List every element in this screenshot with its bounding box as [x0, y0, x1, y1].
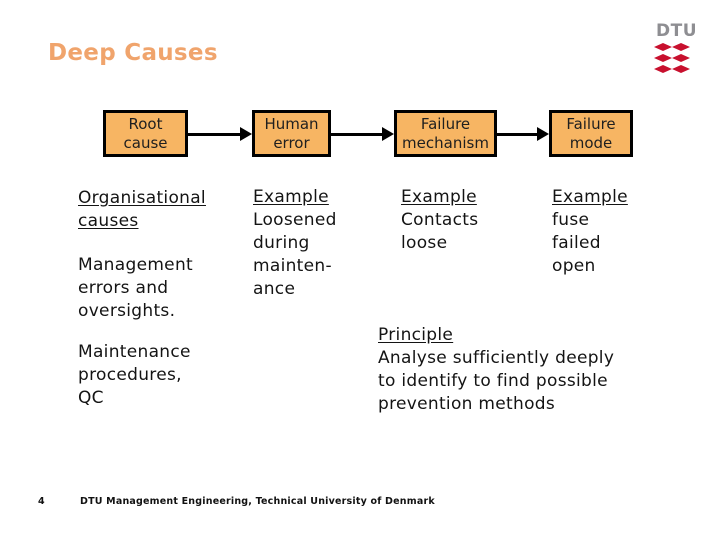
arrow-shaft: [331, 133, 383, 136]
column-body-loosened: Loosened during mainten- ance: [253, 210, 337, 299]
slide-title: Deep Causes: [48, 40, 218, 66]
arrow-shaft: [188, 133, 241, 136]
column-paragraph-management-errors: Management errors and oversights.: [78, 255, 193, 321]
column-heading-organisational-causes: Organisational causes: [78, 188, 206, 231]
dtu-logo: DTU: [651, 17, 697, 79]
page-number: 4: [38, 496, 45, 507]
principle-heading: Principle: [378, 325, 454, 345]
column-heading-example-failure-mechanism: Example: [401, 187, 477, 207]
column-body-fuse-failed-open: fuse failed open: [552, 210, 601, 276]
arrow-shaft: [497, 133, 538, 136]
dtu-logo-text: DTU: [656, 21, 695, 41]
column-heading-example-human-error: Example: [253, 187, 329, 207]
column-heading-example-failure-mode: Example: [552, 187, 628, 207]
arrow-head: [240, 127, 252, 141]
flow-arrow-1-icon: [188, 127, 252, 141]
dtu-logo-waves-icon: [654, 43, 690, 73]
arrow-head: [537, 127, 549, 141]
principle-body: Analyse sufficiently deeply to identify …: [378, 348, 615, 414]
flow-box-root-cause: Root cause: [103, 110, 188, 157]
column-body-contacts-loose: Contacts loose: [401, 210, 479, 253]
flow-box-failure-mechanism: Failure mechanism: [394, 110, 497, 157]
flow-box-failure-mode: Failure mode: [549, 110, 633, 157]
dtu-logo-graphic: DTU: [654, 21, 697, 73]
flow-arrow-3-icon: [497, 127, 549, 141]
arrow-head: [382, 127, 394, 141]
flow-arrow-2-icon: [331, 127, 394, 141]
flow-box-human-error: Human error: [252, 110, 331, 157]
column-paragraph-maintenance-procedures: Maintenance procedures, QC: [78, 342, 191, 408]
footer-text: DTU Management Engineering, Technical Un…: [80, 496, 435, 507]
